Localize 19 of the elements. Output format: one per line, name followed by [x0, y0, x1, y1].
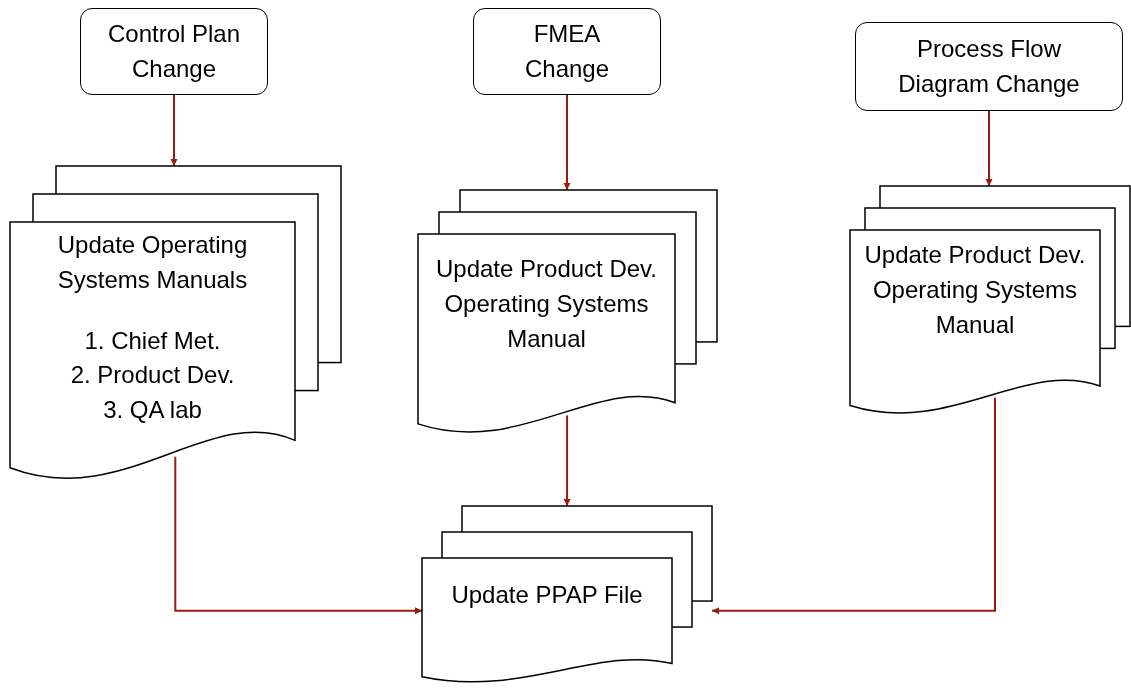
list-item: 3. QA lab — [103, 395, 202, 426]
box-label: FMEA Change — [523, 18, 611, 84]
list-item: 2. Product Dev. — [70, 360, 235, 391]
arrow — [563, 94, 571, 191]
arrow — [985, 110, 993, 187]
arrow — [563, 414, 571, 507]
terminal-box — [80, 8, 268, 95]
document-title: Update Product Dev. Operating Systems Manual — [435, 254, 658, 354]
document-title: Update Operating Systems Manuals — [56, 230, 249, 295]
arrow — [711, 396, 996, 615]
box-label: Control Plan Change — [106, 18, 242, 84]
terminal-box — [855, 22, 1123, 111]
box-label: Process Flow Diagram Change — [897, 33, 1081, 99]
document-title: Update Product Dev. Operating Systems Manual — [863, 240, 1087, 340]
arrow — [170, 94, 178, 167]
list-item: 1. Chief Met. — [84, 325, 221, 356]
terminal-box — [473, 8, 661, 95]
arrow — [174, 455, 423, 615]
document-title: Update PPAP File — [451, 580, 643, 610]
